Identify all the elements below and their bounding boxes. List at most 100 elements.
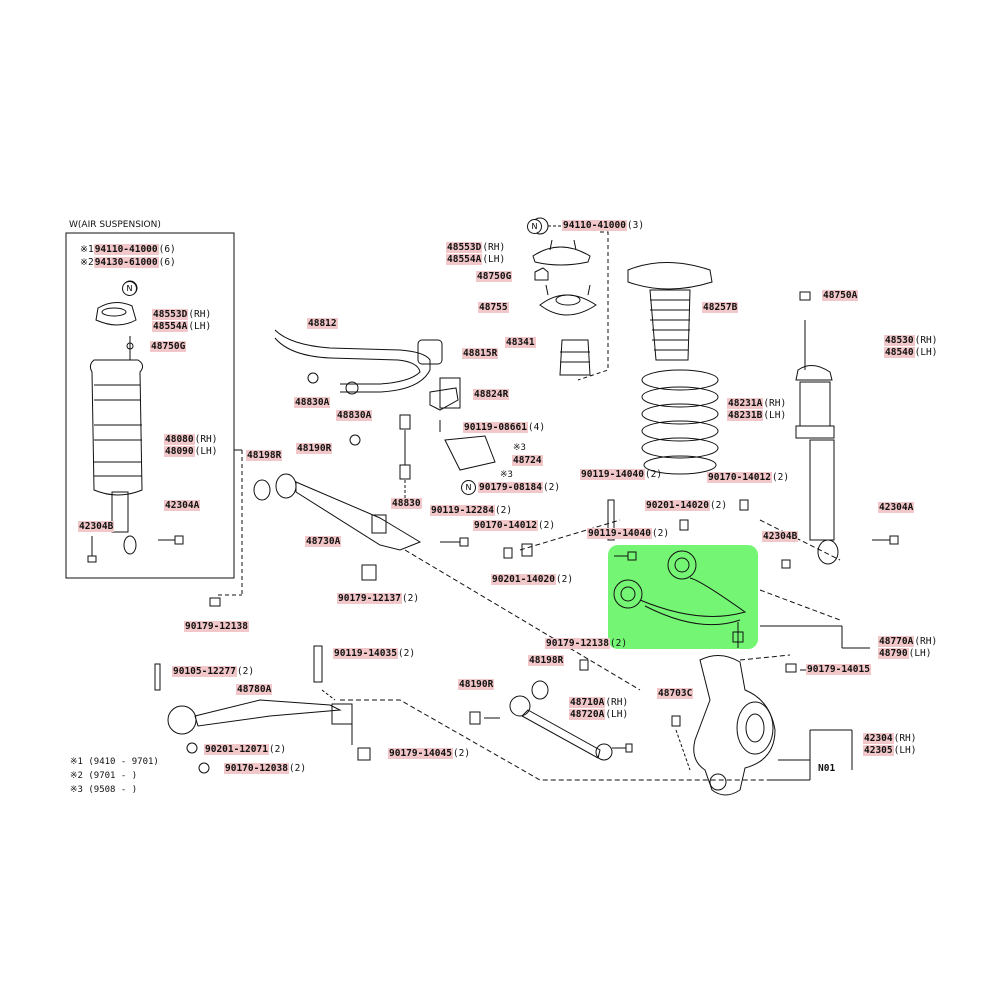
- part-label[interactable]: ※194110-41000(6): [80, 244, 176, 255]
- part-number: 48198R: [246, 450, 283, 461]
- part-label[interactable]: 48790(LH): [878, 648, 932, 659]
- part-label[interactable]: 48257B: [702, 302, 739, 313]
- part-number: 94110-41000: [93, 244, 159, 255]
- part-label[interactable]: 48231A(RH): [727, 398, 786, 409]
- part-label[interactable]: 90170-14012(2): [707, 472, 789, 483]
- part-label[interactable]: 90170-12038(2): [224, 763, 306, 774]
- part-label[interactable]: 48720A(LH): [569, 709, 628, 720]
- part-label[interactable]: 48553D(RH): [446, 242, 505, 253]
- part-number: 48553D: [446, 242, 483, 253]
- part-suffix: (RH): [194, 434, 218, 445]
- part-number: 90179-12138: [184, 621, 249, 632]
- part-label[interactable]: 48198R: [246, 450, 283, 461]
- part-label[interactable]: 48231B(LH): [727, 410, 786, 421]
- part-label[interactable]: 48815R: [462, 348, 499, 359]
- part-label[interactable]: 42304B: [762, 531, 799, 542]
- part-label[interactable]: 90119-08661(4): [463, 422, 545, 433]
- part-label[interactable]: 48190R: [458, 679, 495, 690]
- part-label[interactable]: 90179-12137(2): [337, 593, 419, 604]
- part-label[interactable]: 48824R: [473, 389, 510, 400]
- part-number: N01: [818, 763, 836, 774]
- part-number: 48750G: [150, 341, 187, 352]
- part-label[interactable]: 48554A(LH): [152, 321, 211, 332]
- part-label[interactable]: 42304A: [878, 502, 915, 513]
- part-label[interactable]: 48724: [512, 455, 543, 466]
- part-label[interactable]: 48554A(LH): [446, 254, 505, 265]
- part-suffix: (2): [542, 482, 561, 493]
- part-suffix: (6): [158, 257, 176, 268]
- part-label[interactable]: 48830A: [336, 410, 373, 421]
- part-label[interactable]: 48530(RH): [884, 335, 938, 346]
- part-number: 48080: [164, 434, 195, 445]
- part-label[interactable]: 48710A(RH): [569, 697, 628, 708]
- part-label[interactable]: ※294130-61000(6): [80, 257, 176, 268]
- part-label[interactable]: 90201-14020(2): [491, 574, 573, 585]
- part-label[interactable]: 48780A: [236, 684, 273, 695]
- part-label[interactable]: 48830: [391, 498, 422, 509]
- part-label[interactable]: 48750G: [476, 271, 513, 282]
- part-number: 90179-12138: [545, 638, 610, 649]
- highlighted-upper-arm[interactable]: [608, 545, 758, 649]
- date-range-note: ※2 (9701 - ): [70, 771, 138, 781]
- part-label[interactable]: 48080(RH): [164, 434, 218, 445]
- part-suffix: (2): [555, 574, 574, 585]
- part-label[interactable]: 48830A: [294, 397, 331, 408]
- trailing-arm-icon: [253, 473, 469, 551]
- part-label[interactable]: 48770A(RH): [878, 636, 937, 647]
- part-number: 48755: [478, 302, 509, 313]
- stabilizer-bar-icon: [274, 329, 496, 480]
- part-label[interactable]: 48730A: [305, 536, 342, 547]
- part-label[interactable]: 90179-12138(2): [545, 638, 627, 649]
- part-label[interactable]: 48553D(RH): [152, 309, 211, 320]
- part-label[interactable]: 48755: [478, 302, 509, 313]
- part-label[interactable]: 90179-14045(2): [388, 748, 470, 759]
- part-label[interactable]: 90119-14040(2): [580, 469, 662, 480]
- part-suffix: (RH): [605, 697, 629, 708]
- part-number: 48190R: [296, 443, 333, 454]
- part-label[interactable]: 94110-41000(3): [562, 220, 644, 231]
- part-suffix: (2): [537, 520, 556, 531]
- part-number: 48830: [391, 498, 422, 509]
- part-label[interactable]: 48198R: [528, 655, 565, 666]
- part-label[interactable]: 48750G: [150, 341, 187, 352]
- air-suspension-box: [65, 232, 235, 579]
- part-suffix: (3): [626, 220, 645, 231]
- part-number: 90119-12284: [430, 505, 495, 516]
- part-number: 48257B: [702, 302, 739, 313]
- part-label[interactable]: 48812: [307, 318, 338, 329]
- date-range-note: ※1 (9410 - 9701): [70, 757, 159, 767]
- part-label[interactable]: 90170-14012(2): [473, 520, 555, 531]
- upper-control-arm-icon: [613, 550, 747, 648]
- part-label[interactable]: 90105-12277(2): [172, 666, 254, 677]
- circle-n-mark: N: [461, 480, 476, 495]
- part-label[interactable]: 90179-12138: [184, 621, 249, 632]
- part-label[interactable]: 90179-14015: [806, 664, 871, 675]
- part-number: 48553D: [152, 309, 189, 320]
- part-label[interactable]: 90119-14040(2): [587, 528, 669, 539]
- part-label[interactable]: 48703C: [657, 688, 694, 699]
- part-label[interactable]: 90201-12071(2): [204, 744, 286, 755]
- part-suffix: (LH): [763, 410, 787, 421]
- part-label[interactable]: N01: [818, 763, 835, 774]
- part-label[interactable]: 48190R: [296, 443, 333, 454]
- ref-mark: ※2: [80, 257, 94, 268]
- part-label[interactable]: 90119-14035(2): [333, 648, 415, 659]
- part-suffix: (RH): [482, 242, 506, 253]
- part-suffix: (2): [236, 666, 255, 677]
- part-label[interactable]: 48341: [505, 337, 536, 348]
- part-label[interactable]: 42304B: [78, 521, 115, 532]
- part-number: 48750A: [822, 290, 859, 301]
- part-label[interactable]: 90119-12284(2): [430, 505, 512, 516]
- part-label[interactable]: 42304A: [164, 500, 201, 511]
- part-label[interactable]: 48540(LH): [884, 347, 938, 358]
- part-suffix: (2): [397, 648, 416, 659]
- part-number: 94130-61000: [93, 257, 159, 268]
- part-label[interactable]: 48750A: [822, 290, 859, 301]
- part-label[interactable]: 48090(LH): [164, 446, 218, 457]
- part-label[interactable]: 42304(RH): [863, 733, 917, 744]
- part-label[interactable]: 42305(LH): [863, 745, 917, 756]
- part-label[interactable]: 90201-14020(2): [645, 500, 727, 511]
- part-label[interactable]: 90179-08184(2): [478, 482, 560, 493]
- bump-boot-icon: [627, 262, 713, 361]
